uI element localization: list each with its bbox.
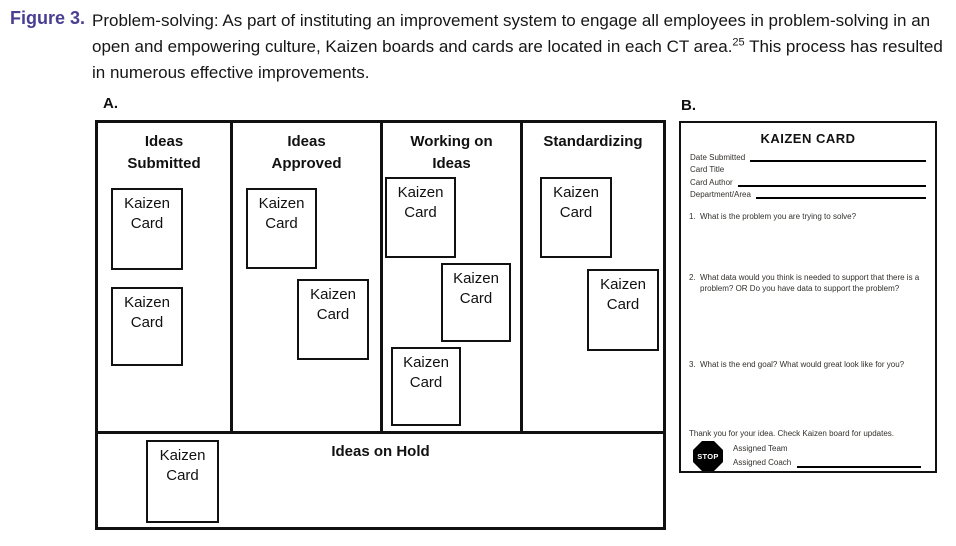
kaizen-card: Kaizen Card bbox=[111, 287, 183, 366]
field-label: Department/Area bbox=[690, 190, 751, 199]
figure-label: Figure 3. bbox=[10, 8, 86, 28]
question-1: 1. What is the problem you are trying to… bbox=[689, 211, 923, 222]
kaizen-card: Kaizen Card bbox=[441, 263, 511, 342]
kaizen-card: Kaizen Card bbox=[111, 188, 183, 270]
kaizen-card: Kaizen Card bbox=[297, 279, 369, 360]
kaizen-board: Ideas Submitted Ideas Approved Working o… bbox=[95, 120, 666, 530]
kaizen-card: Kaizen Card bbox=[246, 188, 317, 269]
kaizen-card: Kaizen Card bbox=[385, 177, 456, 258]
field-row-date-submitted: Date Submitted bbox=[690, 150, 926, 163]
caption-footnote-ref: 25 bbox=[732, 36, 745, 49]
kaizen-card-template: KAIZEN CARD Date Submitted Card Title Ca… bbox=[679, 121, 937, 473]
column-header-label: Working on Ideas bbox=[410, 133, 493, 172]
assigned-team-label: Assigned Team bbox=[733, 444, 788, 453]
question-3: 3. What is the end goal? What would grea… bbox=[689, 359, 923, 370]
question-text: What is the problem you are trying to so… bbox=[700, 212, 857, 221]
column-divider bbox=[380, 123, 383, 431]
question-number: 1. bbox=[689, 212, 696, 221]
caption-text-1: Problem-solving: As part of instituting … bbox=[92, 11, 931, 56]
hold-row-label: Ideas on Hold bbox=[331, 443, 430, 460]
field-row-department-area: Department/Area bbox=[690, 188, 926, 201]
kaizen-card: Kaizen Card bbox=[146, 440, 219, 523]
question-2: 2. What data would you think is needed t… bbox=[689, 272, 923, 294]
kaizen-card: Kaizen Card bbox=[587, 269, 659, 351]
column-header-ideas-submitted: Ideas Submitted bbox=[98, 131, 230, 175]
figure-caption: Problem-solving: As part of instituting … bbox=[92, 8, 950, 86]
kaizen-card: Kaizen Card bbox=[540, 177, 612, 258]
hold-row-divider bbox=[98, 431, 663, 434]
kaizen-card-title: KAIZEN CARD bbox=[760, 131, 856, 146]
caption-text-2: This process has resulted in numerous ef… bbox=[92, 37, 943, 82]
field-blank-line bbox=[755, 197, 926, 199]
column-header-ideas-approved: Ideas Approved bbox=[233, 131, 380, 175]
field-blank-line bbox=[797, 466, 921, 468]
column-header-standardizing: Standardizing bbox=[523, 131, 663, 153]
question-number: 2. bbox=[689, 273, 696, 282]
question-text: What data would you think is needed to s… bbox=[700, 273, 920, 293]
field-blank-line bbox=[737, 184, 926, 187]
kaizen-card: Kaizen Card bbox=[391, 347, 461, 426]
assigned-coach-row: Assigned Coach bbox=[733, 458, 921, 468]
panel-b-label: B. bbox=[681, 97, 696, 114]
column-divider bbox=[520, 123, 523, 431]
assigned-coach-label: Assigned Coach bbox=[733, 458, 792, 467]
stop-sign-icon: STOP bbox=[693, 441, 723, 471]
field-row-card-author: Card Author bbox=[690, 175, 926, 188]
field-label: Card Author bbox=[690, 177, 733, 187]
column-header-label: Standardizing bbox=[543, 133, 643, 150]
kaizen-card-fields: Date Submitted Card Title Card Author De… bbox=[690, 150, 926, 200]
field-label: Card Title bbox=[690, 165, 725, 174]
field-row-card-title: Card Title bbox=[690, 163, 926, 176]
thanks-note: Thank you for your idea. Check Kaizen bo… bbox=[689, 429, 895, 438]
assigned-team-row: Assigned Team bbox=[733, 444, 921, 454]
column-header-label: Ideas Approved bbox=[271, 133, 342, 172]
column-divider bbox=[230, 123, 233, 431]
column-header-working-on-ideas: Working on Ideas bbox=[383, 131, 520, 175]
field-label: Date Submitted bbox=[690, 152, 746, 162]
stop-sign-label: STOP bbox=[697, 451, 719, 461]
field-blank-line bbox=[750, 159, 926, 162]
panel-a-label: A. bbox=[103, 95, 118, 112]
column-header-label: Ideas Submitted bbox=[127, 133, 201, 172]
question-number: 3. bbox=[689, 360, 696, 369]
question-text: What is the end goal? What would great l… bbox=[700, 360, 905, 369]
